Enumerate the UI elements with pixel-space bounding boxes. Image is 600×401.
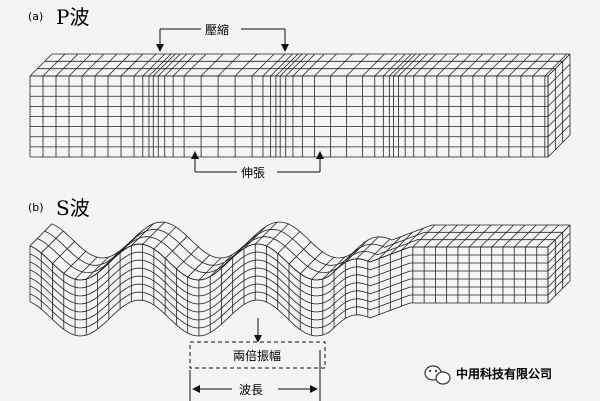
panel-a-label: (a) <box>28 10 43 23</box>
p-wave-block <box>29 53 571 158</box>
compression-label: 壓縮 <box>205 22 229 37</box>
compression-bracket: 壓縮 <box>156 20 289 52</box>
s-wave-block <box>29 221 571 337</box>
rarefaction-label: 伸張 <box>241 166 265 180</box>
panel-b-title: S波 <box>56 196 90 220</box>
wavelength-marker: 波長 <box>189 350 321 401</box>
wechat-icon <box>424 365 451 385</box>
amplitude-label: 兩倍振幅 <box>233 348 281 363</box>
amplitude-marker: 兩倍振幅 <box>189 318 326 369</box>
wavelength-label: 波長 <box>239 383 263 397</box>
watermark-text: 中用科技有限公司 <box>456 366 552 381</box>
panel-a-title: P波 <box>56 5 89 29</box>
panel-b-label: (b) <box>28 201 44 214</box>
watermark: 中用科技有限公司 <box>424 365 552 385</box>
rarefaction-bracket: 伸張 <box>191 151 324 181</box>
